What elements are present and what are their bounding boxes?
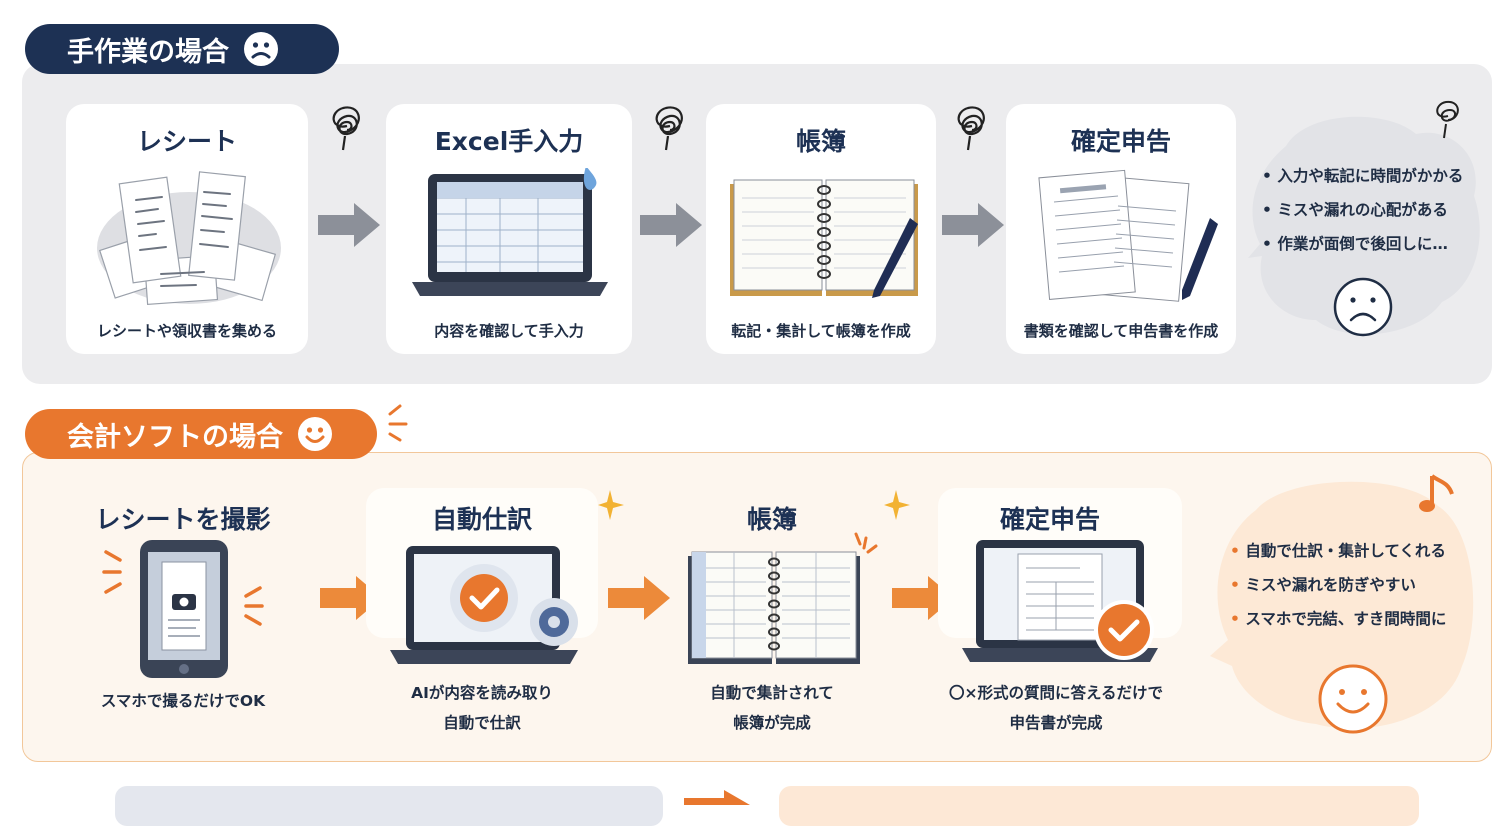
scribble-stress-icon: [655, 106, 683, 151]
scribble-stress-icon: [1436, 100, 1459, 139]
manual-step-excel-card: Excel手入力 内容を確認して手入力: [386, 104, 632, 354]
summary-manual-box: [115, 786, 663, 826]
open-ledger-pen-icon: [730, 179, 918, 298]
software-bullet-item: • 自動で仕訳・集計してくれる: [1230, 542, 1446, 560]
orange-arrow-icon: [608, 576, 670, 620]
software-step-title: レシートを撮影: [95, 505, 271, 534]
manual-bullet-list: • 入力や転記に時間がかかる • ミスや漏れの心配がある • 作業が面倒で後回し…: [1262, 159, 1463, 261]
receipt-pile-icon: [97, 171, 281, 306]
software-thought-cloud: [1210, 481, 1474, 729]
manual-step-caption: 書類を確認して申告書を作成: [1023, 322, 1219, 340]
software-step-title: 確定申告: [999, 505, 1100, 534]
sparkle-star-icon: [598, 490, 624, 520]
manual-step-caption: 内容を確認して手入力: [434, 322, 584, 340]
software-bullet-item: • スマホで完結、すき間時間に: [1230, 610, 1447, 628]
happy-face-icon: [298, 417, 332, 451]
manual-step-tax-card: 確定申告 書類を確認して申告書を作成: [1006, 104, 1236, 354]
smartphone-camera-icon: [102, 540, 264, 678]
manual-step-title: Excel手入力: [434, 127, 584, 156]
scribble-stress-icon: [957, 106, 985, 151]
auto-ledger-icon: [688, 551, 860, 664]
manual-thought-cloud: [1248, 116, 1480, 335]
manual-step-ledger-card: 帳簿 転記・集計して帳簿を作成: [706, 104, 936, 354]
music-note-icon: [1419, 474, 1454, 512]
manual-bullet-item: • 入力や転記に時間がかかる: [1262, 167, 1464, 185]
sparkle-star-icon: [884, 490, 910, 520]
sad-face-icon: [244, 32, 278, 66]
software-section-tag: 会計ソフトの場合: [25, 409, 377, 459]
tax-documents-pen-icon: [1038, 169, 1218, 302]
happy-face-icon: [1318, 664, 1388, 734]
manual-tag-label: 手作業の場合: [67, 36, 229, 68]
software-bullet-list: • 自動で仕訳・集計してくれる • ミスや漏れを防ぎやすい • スマホで完結、す…: [1230, 534, 1446, 636]
orange-arrow-icon: [684, 790, 750, 805]
manual-bullet-item: • 作業が面倒で後回しに…: [1262, 235, 1448, 253]
sad-face-icon: [1333, 277, 1393, 337]
manual-section-tag: 手作業の場合: [25, 24, 339, 74]
software-tag-label: 会計ソフトの場合: [67, 421, 283, 453]
software-step-caption: 〇×形式の質問に答えるだけで 申告書が完成: [948, 684, 1164, 732]
laptop-auto-check-icon: [390, 546, 578, 664]
manual-step-title: 確定申告: [1070, 127, 1171, 156]
software-step-caption: スマホで撮るだけでOK: [100, 692, 266, 710]
gray-arrow-icon: [942, 203, 1004, 247]
laptop-tax-complete-icon: [962, 540, 1158, 662]
gray-arrow-icon: [318, 203, 380, 247]
sparkle-lines-icon: [854, 532, 878, 554]
manual-step-caption: 転記・集計して帳簿を作成: [731, 322, 911, 340]
summary-software-box: [779, 786, 1419, 826]
manual-step-title: 帳簿: [795, 127, 846, 156]
software-step-title: 帳簿: [746, 505, 797, 534]
sparkle-lines-icon: [388, 404, 408, 442]
scribble-stress-icon: [332, 106, 360, 151]
manual-step-title: レシート: [136, 127, 237, 156]
software-bullet-item: • ミスや漏れを防ぎやすい: [1230, 576, 1416, 594]
laptop-spreadsheet-icon: [412, 168, 608, 296]
gray-arrow-icon: [640, 203, 702, 247]
manual-bullet-item: • ミスや漏れの心配がある: [1262, 201, 1448, 219]
software-step-title: 自動仕訳: [431, 505, 532, 534]
manual-step-receipt-card: レシート レシートや領収書を集める: [66, 104, 308, 354]
manual-step-caption: レシートや領収書を集める: [96, 322, 277, 340]
software-step-caption: AIが内容を読み取り 自動で仕訳: [411, 684, 553, 732]
software-step-caption: 自動で集計されて 帳簿が完成: [710, 684, 834, 732]
